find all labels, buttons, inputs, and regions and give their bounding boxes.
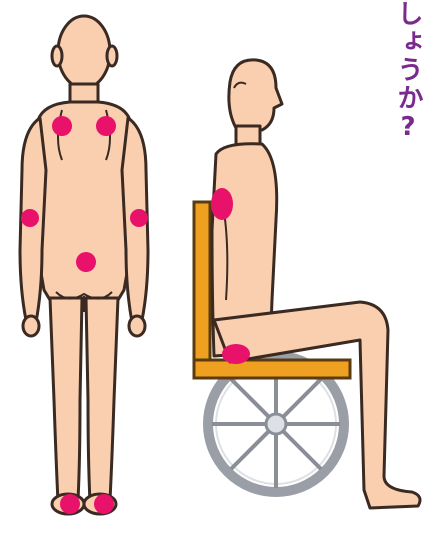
pressure-point-sacrum: [76, 252, 96, 272]
pressure-point-right-elbow: [130, 209, 148, 227]
standing-right-leg: [86, 298, 118, 502]
pressure-point-upper-arm-back: [211, 188, 233, 220]
seated-figure: [212, 60, 420, 508]
standing-left-ear: [52, 46, 62, 66]
standing-right-ear: [107, 46, 117, 66]
pressure-point-left-elbow: [21, 209, 39, 227]
standing-left-hand: [23, 316, 39, 336]
standing-left-leg: [50, 298, 82, 502]
standing-head: [58, 16, 110, 88]
pressure-point-right-heel: [94, 494, 114, 514]
pressure-point-buttock: [222, 344, 250, 364]
pressure-point-left-shoulder-blade: [52, 116, 72, 136]
chair-back: [194, 202, 210, 378]
seated-head: [229, 60, 282, 130]
standing-right-hand: [129, 316, 145, 336]
caption-fragment: しょうか?: [390, 0, 427, 144]
pressure-point-right-shoulder-blade: [96, 116, 116, 136]
pressure-point-left-heel: [60, 494, 80, 514]
chair-seat: [194, 360, 350, 378]
wheel-hub: [266, 414, 286, 434]
